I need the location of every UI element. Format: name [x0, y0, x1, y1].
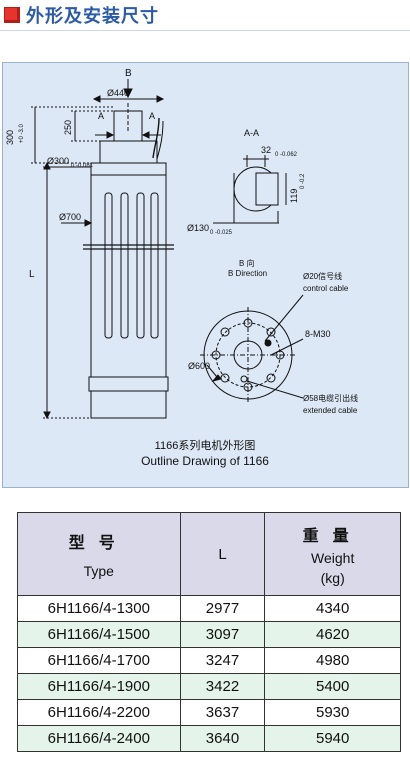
dim-d440: Ø440	[107, 88, 129, 98]
motor-base	[90, 390, 167, 419]
header-weight: 重量 Weight (kg)	[264, 512, 401, 596]
dim-key32: 32	[261, 145, 271, 155]
drawing-caption-cn: 1166系列电机外形图	[155, 438, 256, 452]
section-aa-title: A-A	[244, 128, 259, 138]
header-l: L	[179, 512, 266, 596]
outline-drawing: B A A Ø440 300 +0 -3.0 250 Ø300 0 -0.081…	[5, 68, 358, 468]
dim-d300: Ø300	[47, 156, 69, 166]
dim-h119: 119	[289, 189, 299, 203]
dim-d130-tol: 0 -0.025	[210, 230, 233, 236]
dim-h300-tol: +0 -3.0	[19, 123, 25, 143]
drawing-caption-en: Outline Drawing of 1166	[141, 454, 269, 468]
red-square-icon	[4, 7, 20, 23]
label-a-left: A	[98, 111, 104, 121]
dim-key32-tol: 0 -0.062	[275, 152, 298, 158]
cooling-slot	[136, 192, 145, 339]
dim-d600: Ø600	[188, 361, 210, 371]
cooling-slot	[104, 192, 113, 339]
label-a-right: A	[149, 111, 155, 121]
section-header: 外形及安装尺寸	[4, 2, 159, 28]
cooling-slot	[120, 192, 129, 339]
section-title: 外形及安装尺寸	[26, 6, 159, 27]
dim-h250: 250	[63, 120, 73, 135]
b-direction-cn: B 向	[239, 258, 255, 268]
dim-d300-tol: 0 -0.081	[71, 163, 94, 169]
bolt-spec: 8-M30	[305, 329, 331, 339]
dim-h300: 300	[5, 130, 15, 145]
header-type: 型号 Type	[17, 512, 181, 596]
dim-h119-tol: 0 -0.2	[300, 173, 306, 189]
extended-cable-cn: Ø58电缆引出线	[303, 393, 358, 403]
outline-drawing-panel: B A A Ø440 300 +0 -3.0 250 Ø300 0 -0.081…	[2, 62, 409, 488]
b-direction-en: B Direction	[228, 269, 267, 278]
dim-d130: Ø130	[187, 223, 209, 233]
extended-cable-en: extended cable	[303, 406, 358, 415]
dim-d700: Ø700	[59, 212, 81, 222]
signal-cable-cn: Ø20信号线	[303, 271, 342, 281]
cooling-slot	[150, 192, 159, 339]
table-header-row: 型号 Type L 重量 Weight (kg)	[17, 512, 401, 596]
header-divider	[0, 30, 410, 31]
dim-length: L	[29, 269, 35, 280]
signal-cable-en: control cable	[303, 284, 349, 293]
label-b: B	[125, 68, 132, 79]
